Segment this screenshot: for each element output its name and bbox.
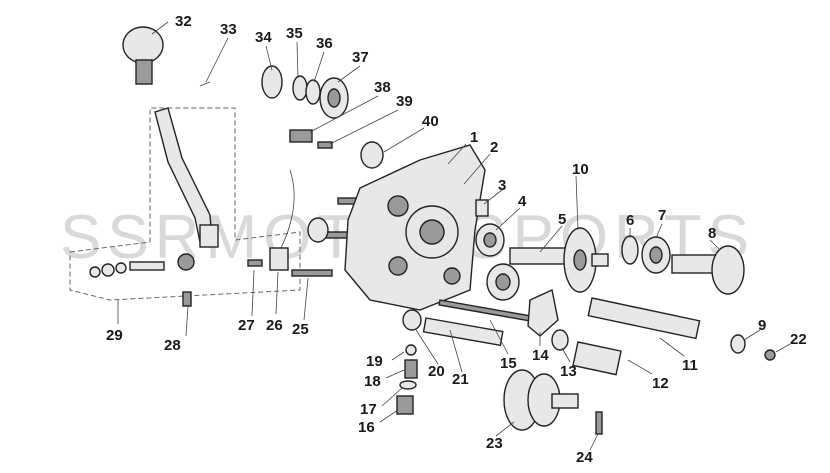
- callout-19: 19: [366, 353, 383, 370]
- callout-6: 6: [626, 212, 634, 229]
- callout-15: 15: [500, 355, 517, 372]
- gearbox-housing: [307, 144, 486, 311]
- callout-10: 10: [572, 161, 589, 178]
- callout-11: 11: [682, 357, 698, 374]
- callout-25: 25: [292, 321, 309, 338]
- washer-22: [764, 349, 776, 361]
- callout-2: 2: [490, 139, 498, 156]
- callout-20: 20: [428, 363, 445, 380]
- callout-14: 14: [532, 347, 549, 364]
- seal-20: [402, 309, 422, 331]
- callout-9: 9: [758, 317, 766, 334]
- bolt-28: [182, 291, 192, 307]
- callout-24: 24: [576, 449, 593, 466]
- callout-40: 40: [422, 113, 439, 130]
- callout-12: 12: [652, 375, 669, 392]
- gear-cluster-23: [503, 369, 603, 435]
- callout-36: 36: [316, 35, 333, 52]
- detent-parts: [396, 344, 418, 415]
- pin-24: [595, 411, 603, 435]
- shaft-21: [402, 309, 504, 347]
- dowels-and-bearings: [475, 199, 520, 301]
- callout-13: 13: [560, 363, 577, 380]
- callout-16: 16: [358, 419, 375, 436]
- plug-38: [289, 129, 313, 143]
- callout-18: 18: [364, 373, 381, 390]
- callout-34: 34: [255, 29, 272, 46]
- callout-28: 28: [164, 337, 181, 354]
- shift-lever-assembly: [69, 26, 301, 307]
- shaft-gear-5-10: [509, 227, 609, 293]
- callout-4: 4: [518, 193, 527, 210]
- callout-1: 1: [470, 129, 478, 146]
- callout-21: 21: [452, 371, 469, 388]
- callout-8: 8: [708, 225, 716, 242]
- callout-3: 3: [498, 177, 506, 194]
- callout-29: 29: [106, 327, 123, 344]
- bushing-40: [360, 141, 384, 169]
- sensor-and-bolts: [247, 169, 369, 277]
- callout-39: 39: [396, 93, 413, 110]
- output-shaft-11: [551, 297, 776, 376]
- callout-labels: 1 2 3 4 5 6 7 8 9 10 11 12 13 14 15 16 1…: [106, 13, 807, 466]
- callout-27: 27: [238, 317, 255, 334]
- leader-lines: [117, 21, 791, 451]
- callout-37: 37: [352, 49, 369, 66]
- dowel-3: [475, 199, 489, 217]
- callout-17: 17: [360, 401, 377, 418]
- callout-38: 38: [374, 79, 391, 96]
- sensor-26: [269, 247, 289, 271]
- callout-23: 23: [486, 435, 503, 452]
- callout-22: 22: [790, 331, 807, 348]
- callout-33: 33: [220, 21, 237, 38]
- callout-32: 32: [175, 13, 192, 30]
- callout-5: 5: [558, 211, 566, 228]
- callout-26: 26: [266, 317, 283, 334]
- callout-7: 7: [658, 207, 666, 224]
- callout-35: 35: [286, 25, 303, 42]
- bearing-clip-set: [261, 65, 384, 169]
- ring-13: [551, 329, 569, 351]
- shift-knob: [122, 26, 164, 64]
- clip-9: [730, 334, 746, 354]
- shift-fork-and-rod: [438, 288, 559, 337]
- washer-39: [317, 141, 333, 149]
